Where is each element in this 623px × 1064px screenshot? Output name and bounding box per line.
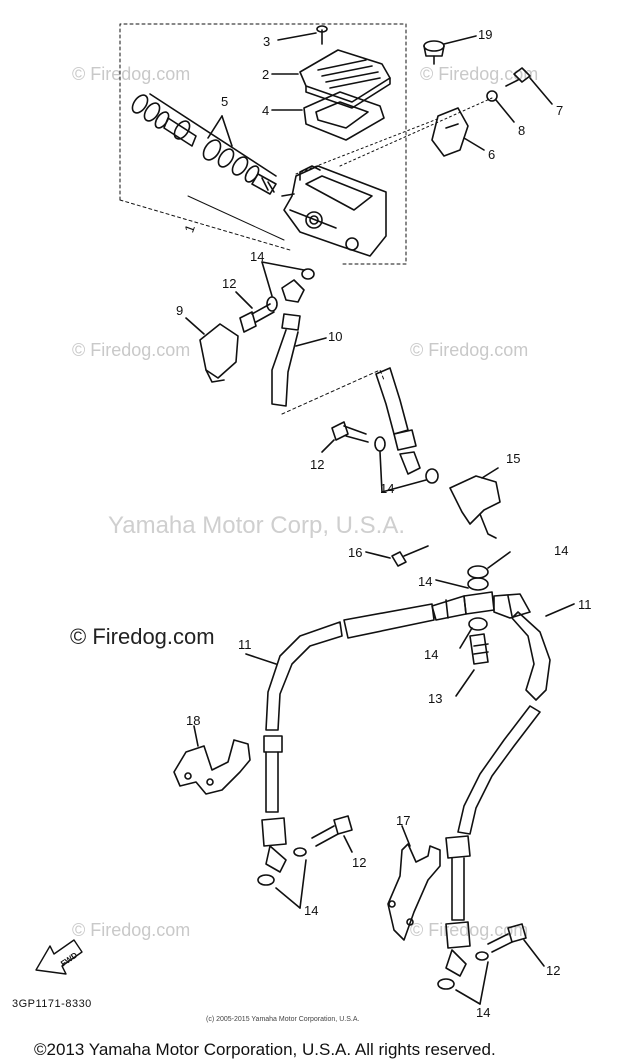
screw-part — [277, 25, 328, 45]
piston-kit-part — [131, 93, 277, 195]
brake-hose-part — [271, 279, 327, 407]
union-bolt-part — [455, 923, 545, 1005]
callout-14a: 14 — [250, 249, 265, 264]
callout-19: 19 — [478, 27, 493, 42]
fwd-arrow-icon — [35, 939, 83, 975]
callout-16: 16 — [348, 545, 363, 560]
callout-14b: 14 — [380, 481, 395, 496]
callout-2: 2 — [262, 67, 270, 82]
hose-clamp-part — [387, 825, 441, 941]
bracket-part — [449, 467, 501, 539]
watermark-yamaha: Yamaha Motor Corp, U.S.A. — [108, 512, 405, 539]
cover-part — [185, 317, 239, 383]
callout-11b: 11 — [578, 597, 592, 612]
bolt-part — [505, 67, 553, 105]
brake-hose-part — [431, 593, 531, 621]
watermark-firedog: © Firedog.com — [72, 920, 191, 940]
small-copyright: (c) 2005-2015 Yamaha Motor Corporation, … — [206, 1016, 360, 1023]
callout-6: 6 — [488, 147, 496, 162]
callout-15: 15 — [506, 451, 521, 466]
brake-hose-part — [245, 603, 435, 886]
callout-12b: 12 — [310, 457, 325, 472]
callout-14c: 14 — [554, 543, 569, 558]
joint-part — [435, 551, 511, 697]
callout-14g: 14 — [476, 1005, 491, 1020]
footer-copyright: ©2013 Yamaha Motor Corporation, U.S.A. A… — [34, 1040, 496, 1059]
callout-8: 8 — [518, 123, 526, 138]
hose-clamp-part — [173, 725, 251, 795]
reservoir-cap-part — [271, 49, 391, 109]
watermark-firedog: © Firedog.com — [410, 340, 529, 360]
callout-7: 7 — [556, 103, 564, 118]
watermark-firedog: © Firedog.com — [420, 64, 539, 84]
callout-14f: 14 — [304, 903, 319, 918]
callout-3: 3 — [263, 34, 271, 49]
callout-14d: 14 — [418, 574, 433, 589]
watermark-firedog: © Firedog.com — [72, 340, 191, 360]
assembly-box — [119, 23, 407, 265]
callout-12a: 12 — [222, 276, 237, 291]
washer-part — [486, 90, 515, 123]
brake-hose-part — [375, 367, 421, 475]
callout-10: 10 — [328, 329, 343, 344]
master-cylinder-part — [187, 165, 387, 257]
holder-part — [431, 107, 485, 157]
diagram-code: 3GP1171-8330 — [12, 998, 92, 1010]
watermark-firedog-dark: © Firedog.com — [70, 624, 215, 649]
callout-14e: 14 — [424, 647, 439, 662]
callout-5: 5 — [221, 94, 229, 109]
callout-13: 13 — [428, 691, 443, 706]
callout-11a: 11 — [238, 637, 252, 652]
copper-washer-part — [261, 261, 315, 312]
callout-4: 4 — [262, 103, 270, 118]
callout-17: 17 — [396, 813, 411, 828]
watermark-firedog: © Firedog.com — [72, 64, 191, 84]
plug-part — [423, 35, 477, 65]
bolt-part — [365, 545, 429, 567]
union-bolt-part — [275, 815, 353, 909]
union-bolt-part — [321, 421, 439, 493]
callout-12c: 12 — [352, 855, 367, 870]
callout-9: 9 — [176, 303, 184, 318]
brake-hose-part — [437, 603, 575, 990]
diaphragm-part — [271, 91, 385, 141]
callout-12d: 12 — [546, 963, 561, 978]
callout-18: 18 — [186, 713, 201, 728]
union-bolt-part — [235, 291, 275, 333]
